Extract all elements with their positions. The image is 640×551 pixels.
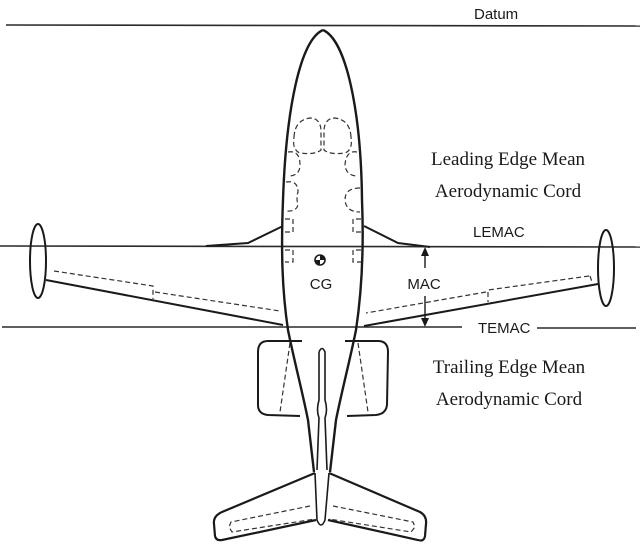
- arrowhead-up-icon: [421, 247, 429, 256]
- fuselage: [280, 28, 364, 473]
- engine-nacelles: [257, 340, 390, 417]
- cabin-seat-left-2: [285, 181, 299, 212]
- trailing-edge-caption-line2: Aerodynamic Cord: [436, 389, 583, 410]
- leading-edge-caption-line1: Leading Edge Mean: [431, 149, 586, 170]
- fuselage-outline: [280, 28, 364, 473]
- temac-reference: TEMAC: [2, 320, 636, 337]
- lemac-line: [0, 245, 640, 248]
- cg-label: CG: [310, 276, 333, 293]
- trailing-edge-caption-line1: Trailing Edge Mean: [433, 357, 586, 378]
- cabin-seat-right-1: [344, 151, 358, 177]
- pilot-seat-right: [323, 117, 352, 155]
- right-elevator-outline: [328, 505, 416, 533]
- right-engine-inner-line: [357, 342, 369, 413]
- stabilizer-outline: [212, 471, 428, 542]
- pilot-seat-left: [293, 117, 322, 155]
- left-wing-trailing-edge: [45, 279, 284, 326]
- arrowhead-down-icon: [421, 318, 429, 327]
- datum-reference: Datum: [5, 6, 640, 27]
- left-engine-nacelle: [257, 340, 302, 417]
- cabin-seat-right-4: [352, 249, 361, 263]
- right-tip-tank: [597, 229, 615, 307]
- mac-dimension: MAC: [407, 247, 441, 327]
- datum-line: [5, 24, 640, 27]
- temac-label: TEMAC: [478, 320, 531, 337]
- left-tip-tank: [29, 223, 47, 299]
- horizontal-stabilizer: [212, 471, 428, 542]
- mac-label: MAC: [407, 276, 441, 293]
- left-aileron-flap-outline: [53, 270, 281, 312]
- left-wing: [29, 223, 284, 326]
- datum-label: Datum: [474, 6, 518, 23]
- left-engine-inner-line: [279, 342, 291, 413]
- right-wing-trailing-edge: [363, 283, 599, 327]
- left-elevator-outline: [228, 505, 316, 533]
- cg-marker: CG: [310, 254, 333, 293]
- cabin-seat-left-3: [285, 218, 294, 233]
- cabin-seat-right-3: [352, 218, 361, 233]
- leading-edge-caption: Leading Edge Mean Aerodynamic Cord: [431, 149, 586, 202]
- tail-cone: [316, 347, 328, 471]
- cabin-seat-left-1: [287, 151, 301, 177]
- cg-symbol-fill: [315, 255, 325, 265]
- right-engine-nacelle: [345, 340, 390, 417]
- right-wing: [363, 225, 615, 327]
- leading-edge-caption-line2: Aerodynamic Cord: [435, 181, 582, 202]
- trailing-edge-caption: Trailing Edge Mean Aerodynamic Cord: [433, 357, 586, 410]
- seats: [285, 117, 361, 263]
- left-wing-root-fairing: [205, 225, 284, 247]
- lemac-reference: LEMAC: [0, 224, 640, 248]
- tail-fin-root: [314, 472, 330, 526]
- cabin-seat-right-2: [344, 187, 361, 213]
- right-aileron-flap-outline: [365, 275, 593, 314]
- lemac-label: LEMAC: [473, 224, 525, 241]
- right-wing-root-fairing: [363, 225, 431, 248]
- cabin-seat-left-4: [285, 249, 294, 263]
